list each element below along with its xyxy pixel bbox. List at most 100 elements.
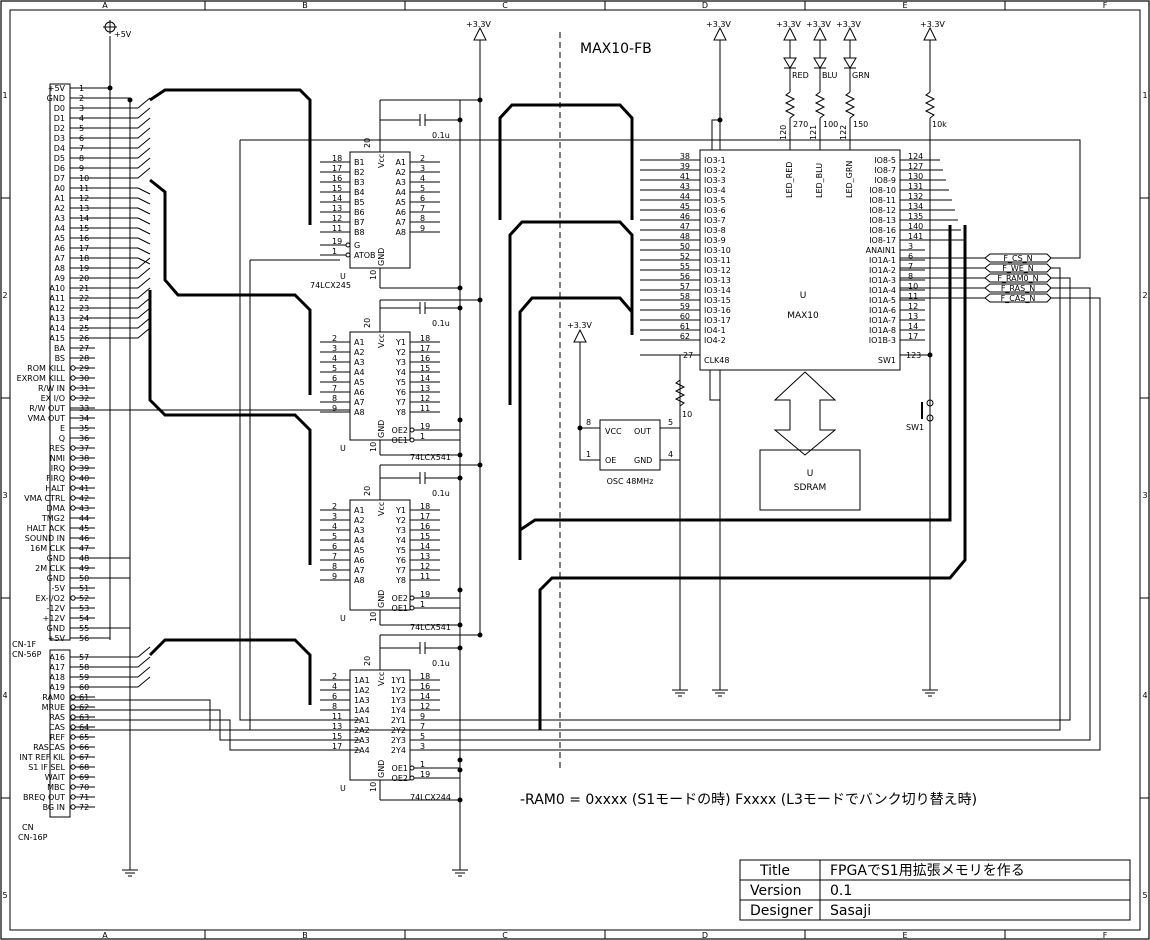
- active-low-bubble: [70, 385, 76, 391]
- ic-bypass-cap: 0.1u: [432, 319, 450, 328]
- connector-pin-label: +5V: [48, 84, 66, 93]
- connector-pin-label: A14: [49, 324, 65, 333]
- connector-pin-label: A17: [49, 663, 65, 672]
- fpga-sw-pin-num: 123: [906, 351, 921, 360]
- fpga-pin-name: IO1A-4: [869, 286, 896, 295]
- ic-vcc-pin: 20: [363, 656, 372, 666]
- ic-pin-number: 6: [332, 374, 337, 383]
- osc-oe-label: OE: [605, 456, 616, 465]
- ic-pin-name: Y3: [395, 526, 406, 535]
- fpga-pin-name: IO3-6: [704, 206, 726, 215]
- ic-pin-number: 15: [332, 184, 342, 193]
- osc-out-label: OUT: [634, 427, 651, 436]
- connector-pin-label: A12: [49, 304, 65, 313]
- ic-pin-name: 2A4: [354, 746, 370, 755]
- sdram-label: SDRAM: [794, 483, 826, 493]
- connector-pin-label: S1 IF SEL: [28, 763, 65, 772]
- ic-pin-name: B4: [354, 188, 365, 197]
- connector-pin-label: A3: [54, 214, 65, 223]
- row-number-right: 4: [1142, 691, 1147, 700]
- ic-pin-number: 19: [420, 590, 430, 599]
- ic-designator: U: [340, 614, 346, 623]
- ic-pin-number: 4: [332, 354, 337, 363]
- title-value: FPGAでS1用拡張メモリを作る: [830, 863, 1025, 879]
- bus-entry: [137, 676, 151, 688]
- ic-pin-number: 13: [332, 204, 342, 213]
- connector-sub-name: CN: [22, 823, 34, 832]
- row-number-right: 5: [1142, 891, 1147, 900]
- active-low-bubble: [70, 595, 76, 601]
- fpga-pin-number: 38: [680, 152, 690, 161]
- connector-pin-label: A13: [49, 314, 65, 323]
- active-low-bubble: [70, 734, 76, 740]
- ic-vcc-label: Vcc: [377, 334, 386, 348]
- net-label-flag: [984, 253, 1052, 263]
- bus-entry: [137, 207, 151, 215]
- fpga-vcc: +3.3V: [706, 20, 731, 150]
- ic-pin-number: 9: [420, 224, 425, 233]
- ic-pin-name: Y1: [395, 506, 406, 515]
- ic-pin-name: B6: [354, 208, 365, 217]
- ic-pin-number: 5: [420, 732, 425, 741]
- net-label-flag: [984, 283, 1052, 293]
- ic-pin-number: 12: [420, 562, 430, 571]
- junction-dots: [107, 85, 933, 803]
- ic-pin-name: Y4: [395, 368, 406, 377]
- switch-label: SW1: [906, 423, 924, 432]
- version-key: Version: [750, 883, 801, 899]
- ic-pin-name: OE1: [392, 436, 408, 445]
- ic-pin-name: 1Y3: [391, 696, 406, 705]
- ic-pin-bubble: [409, 595, 415, 601]
- fpga-pin-name: IO3-13: [704, 276, 731, 285]
- connector-sub-body: [49, 649, 71, 818]
- ic-pin-number: 8: [332, 562, 337, 571]
- net-label-flag: [984, 293, 1052, 303]
- ic-pin-name: 1A1: [354, 676, 370, 685]
- ic-pin-number: 13: [332, 722, 342, 731]
- net-label-flag: [984, 263, 1052, 273]
- ic-pin-number: 3: [332, 344, 337, 353]
- fpga-pin-number: 46: [680, 212, 690, 221]
- ic-vcc-pin: 20: [363, 318, 372, 328]
- bus-entry: [137, 287, 151, 299]
- fpga-pin-name: IO3-12: [704, 266, 731, 275]
- fpga-pin-number: 130: [908, 172, 923, 181]
- active-low-bubble: [70, 754, 76, 760]
- fpga-pin-name: IO8-11: [869, 196, 896, 205]
- col-letter-top: F: [1103, 1, 1108, 10]
- fpga-pin-name: IO1A-2: [869, 266, 896, 275]
- vcc33-arrow-ic: [473, 26, 487, 41]
- ic-vcc-label: Vcc: [377, 672, 386, 686]
- led-vcc-arrow: [783, 26, 797, 41]
- designer-value: Sasaji: [830, 903, 871, 919]
- bus-lines: [148, 88, 967, 730]
- osc-pin-oe: 1: [586, 450, 591, 459]
- osc-pin-gnd: 4: [668, 450, 673, 459]
- pullup-resistor: +3.3V 10k: [920, 20, 947, 129]
- col-letter-bottom: C: [502, 931, 508, 940]
- connector-pin-label: A16: [49, 653, 65, 662]
- ic-pin-number: 8: [420, 214, 425, 223]
- fpga-pin-name: IO1B-3: [869, 336, 896, 345]
- osc-name: OSC 48MHz: [607, 477, 654, 486]
- ic-pin-name: ATOB: [354, 251, 376, 260]
- connector-main-body: [49, 83, 71, 641]
- ic-pin-name: 2A3: [354, 736, 370, 745]
- ic-pin-name: 1A3: [354, 696, 370, 705]
- active-low-bubble: [70, 375, 76, 381]
- fpga-pin-number: 59: [680, 302, 690, 311]
- ic-pin-name: A4: [354, 368, 365, 377]
- fpga-pin-name: IO1A-3: [869, 276, 896, 285]
- title-key: Title: [759, 863, 790, 879]
- col-letter-bottom: A: [102, 931, 108, 940]
- ic-pin-name: A8: [395, 228, 406, 237]
- ic-pin-number: 1: [332, 247, 337, 256]
- connector-pin-label: HALT ACK: [27, 524, 66, 533]
- ic-pin-number: 11: [420, 404, 430, 413]
- net-label-text: F_RAM0_N: [997, 274, 1038, 283]
- ic-pin-number: 2: [332, 334, 337, 343]
- active-low-bubble: [70, 465, 76, 471]
- ic-vcc-pin: 20: [363, 486, 372, 496]
- active-low-bubble: [70, 455, 76, 461]
- sdram-bus-arrow: [773, 371, 837, 456]
